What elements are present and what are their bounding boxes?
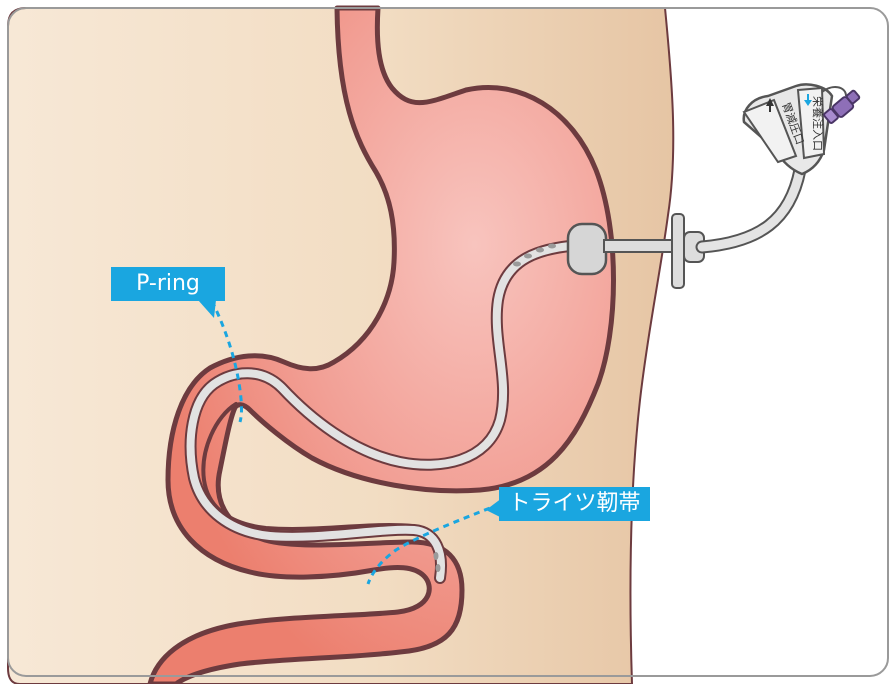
p-ring-label: P-ring bbox=[111, 267, 225, 301]
external-tube bbox=[702, 170, 800, 247]
stoma-tube bbox=[604, 240, 676, 252]
feeding-port-label: 栄養注入口 bbox=[811, 96, 825, 151]
treitz-ligament-label: トライツ靭帯 bbox=[499, 487, 650, 521]
external-bolster bbox=[672, 214, 684, 288]
internal-bumper bbox=[568, 224, 606, 274]
